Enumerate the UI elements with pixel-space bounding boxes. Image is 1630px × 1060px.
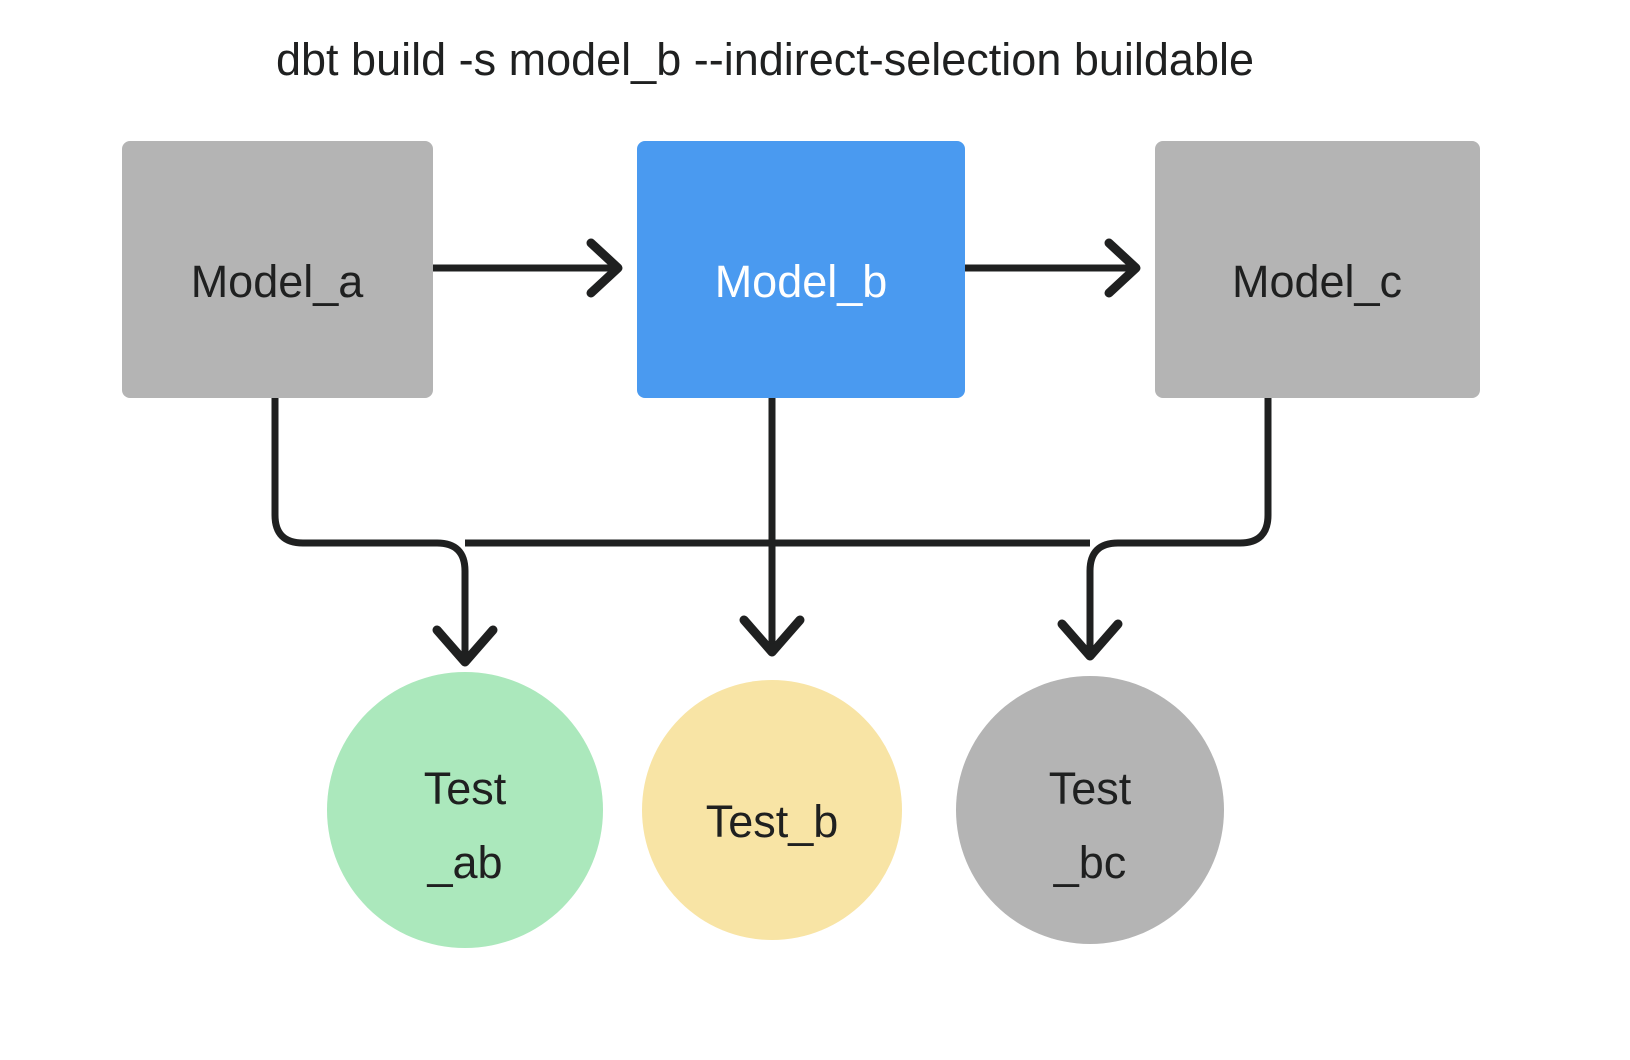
arrowhead-icon — [739, 615, 805, 657]
node-test-ab-circle[interactable] — [327, 672, 603, 948]
edge-line — [271, 398, 469, 658]
node-test-b-label: Test_b — [706, 796, 839, 847]
node-model-a-label: Model_a — [191, 256, 365, 307]
node-test-bc-label-line2: _bc — [1053, 837, 1127, 888]
node-test-b[interactable]: Test_b — [642, 680, 902, 940]
node-test-b-circle[interactable] — [642, 680, 902, 940]
node-test-ab-label-line2: _ab — [426, 837, 502, 888]
node-model-c-box[interactable] — [1155, 141, 1480, 398]
node-test-ab-label-line1: Test — [424, 763, 507, 814]
edge-model-a-to-model-b — [433, 238, 623, 298]
arrowhead-icon — [1104, 238, 1141, 298]
edge-model-b-to-model-c — [965, 238, 1141, 298]
node-model-b[interactable]: Model_b — [637, 141, 965, 398]
arrowhead-icon — [586, 238, 623, 298]
edge-model-c-to-test-bc — [1057, 398, 1272, 661]
node-test-bc[interactable]: Test _bc — [956, 676, 1224, 944]
edge-line — [1086, 398, 1272, 652]
arrowhead-icon — [432, 625, 498, 667]
node-model-b-box[interactable] — [637, 141, 965, 398]
edge-model-b-to-test-b — [739, 398, 805, 657]
node-model-c-label: Model_c — [1232, 256, 1402, 307]
node-test-ab[interactable]: Test _ab — [327, 672, 603, 948]
arrowhead-icon — [1057, 619, 1123, 661]
page-title: dbt build -s model_b --indirect-selectio… — [276, 34, 1254, 85]
node-model-c[interactable]: Model_c — [1155, 141, 1480, 398]
node-test-bc-label-line1: Test — [1049, 763, 1132, 814]
node-model-a-box[interactable] — [122, 141, 433, 398]
node-model-b-label: Model_b — [715, 256, 888, 307]
node-model-a[interactable]: Model_a — [122, 141, 433, 398]
edge-model-a-to-test-ab — [271, 398, 498, 667]
node-test-bc-circle[interactable] — [956, 676, 1224, 944]
